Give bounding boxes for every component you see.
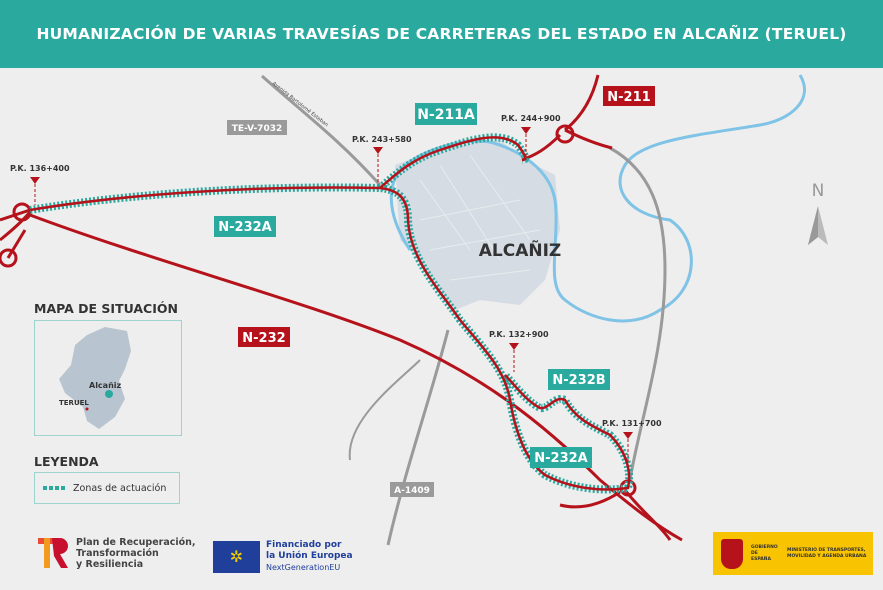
tag-n232a-bottom: N-232A (530, 447, 592, 468)
dotted-line-icon (43, 486, 67, 490)
road-n232 (29, 213, 683, 542)
prtr-line-3: y Resiliencia (76, 558, 144, 570)
prtr-line-1: Plan de Recuperación, (76, 536, 196, 548)
svg-text:Alcañiz: Alcañiz (89, 381, 122, 390)
pk-marker-243: P.K. 243+580 (352, 135, 412, 183)
road-avenida (260, 74, 382, 186)
inset-title: MAPA DE SITUACIÓN (34, 301, 178, 316)
svg-text:P.K. 244+900: P.K. 244+900 (501, 114, 561, 123)
pk-marker-132: P.K. 132+900 (489, 330, 549, 372)
legend-item-label: Zonas de actuación (73, 482, 167, 494)
coat-of-arms-icon (721, 538, 743, 569)
tag-tev7032: TE-V-7032 (227, 120, 287, 135)
svg-text:N-232A: N-232A (218, 220, 271, 235)
svg-text:TE-V-7032: TE-V-7032 (232, 124, 282, 134)
aragon-shape (59, 327, 131, 429)
svg-text:P.K. 132+900: P.K. 132+900 (489, 330, 549, 339)
tag-n232b: N-232B (548, 369, 610, 390)
gob-right-text: MINISTERIO DE TRANSPORTES, MOVILIDAD Y A… (787, 547, 867, 559)
river (389, 74, 806, 323)
eu-line-1: Financiado por (266, 540, 342, 550)
pk-marker-131: P.K. 131+700 (602, 419, 662, 470)
road-east (609, 146, 667, 481)
pk-marker-244: P.K. 244+900 (501, 114, 561, 160)
prtr-logo: Plan de Recuperación, Transformación y R… (36, 536, 196, 570)
roundabout-west (12, 202, 32, 222)
svg-text:N-232B: N-232B (552, 373, 605, 388)
roundabout-north (555, 124, 575, 144)
svg-text:TERUEL: TERUEL (59, 399, 89, 407)
legend-title: LEYENDA (34, 454, 99, 469)
action-zones (29, 133, 633, 494)
pk-marker-136: P.K. 136+400 (10, 164, 70, 205)
svg-text:A-1409: A-1409 (394, 486, 430, 496)
eu-line-3: NextGenerationEU (266, 563, 341, 572)
eu-logo: ✲ Financiado por la Unión Europea NextGe… (213, 540, 353, 573)
road-map: P.K. 136+400 P.K. 243+580 P.K. 244+900 P… (0, 74, 828, 546)
tag-n211a: N-211A (415, 103, 477, 125)
tag-a1409: A-1409 (390, 482, 434, 497)
eu-line-2: la Unión Europea (266, 551, 353, 561)
svg-text:N-211A: N-211A (417, 107, 475, 123)
location-inset-map: Alcañiz TERUEL (34, 320, 182, 436)
svg-text:P.K. 131+700: P.K. 131+700 (602, 419, 662, 428)
svg-text:N-211: N-211 (607, 90, 650, 105)
header-banner: HUMANIZACIÓN DE VARIAS TRAVESÍAS DE CARR… (0, 0, 883, 68)
svg-text:P.K. 136+400: P.K. 136+400 (10, 164, 70, 173)
eu-flag-icon: ✲ (213, 540, 260, 573)
tag-n232: N-232 (238, 327, 290, 347)
svg-text:N: N (812, 181, 825, 201)
town-label: ALCAÑIZ (479, 238, 562, 261)
tag-n211: N-211 (603, 86, 655, 106)
svg-text:N-232: N-232 (242, 331, 285, 346)
tag-n232a-top: N-232A (214, 216, 276, 237)
prtr-line-2: Transformación (76, 547, 159, 559)
legend-box: Zonas de actuación (34, 472, 180, 504)
svg-text:N-232A: N-232A (534, 451, 587, 466)
svg-text:P.K. 243+580: P.K. 243+580 (352, 135, 412, 144)
prtr-emblem-icon (38, 538, 68, 568)
north-arrow-icon: N (808, 181, 828, 245)
gobierno-logo: GOBIERNO DE ESPAÑA MINISTERIO DE TRANSPO… (713, 532, 873, 575)
gob-left-text: GOBIERNO DE ESPAÑA (751, 544, 778, 562)
road-a1409 (386, 329, 450, 546)
page-title: HUMANIZACIÓN DE VARIAS TRAVESÍAS DE CARR… (36, 25, 847, 43)
